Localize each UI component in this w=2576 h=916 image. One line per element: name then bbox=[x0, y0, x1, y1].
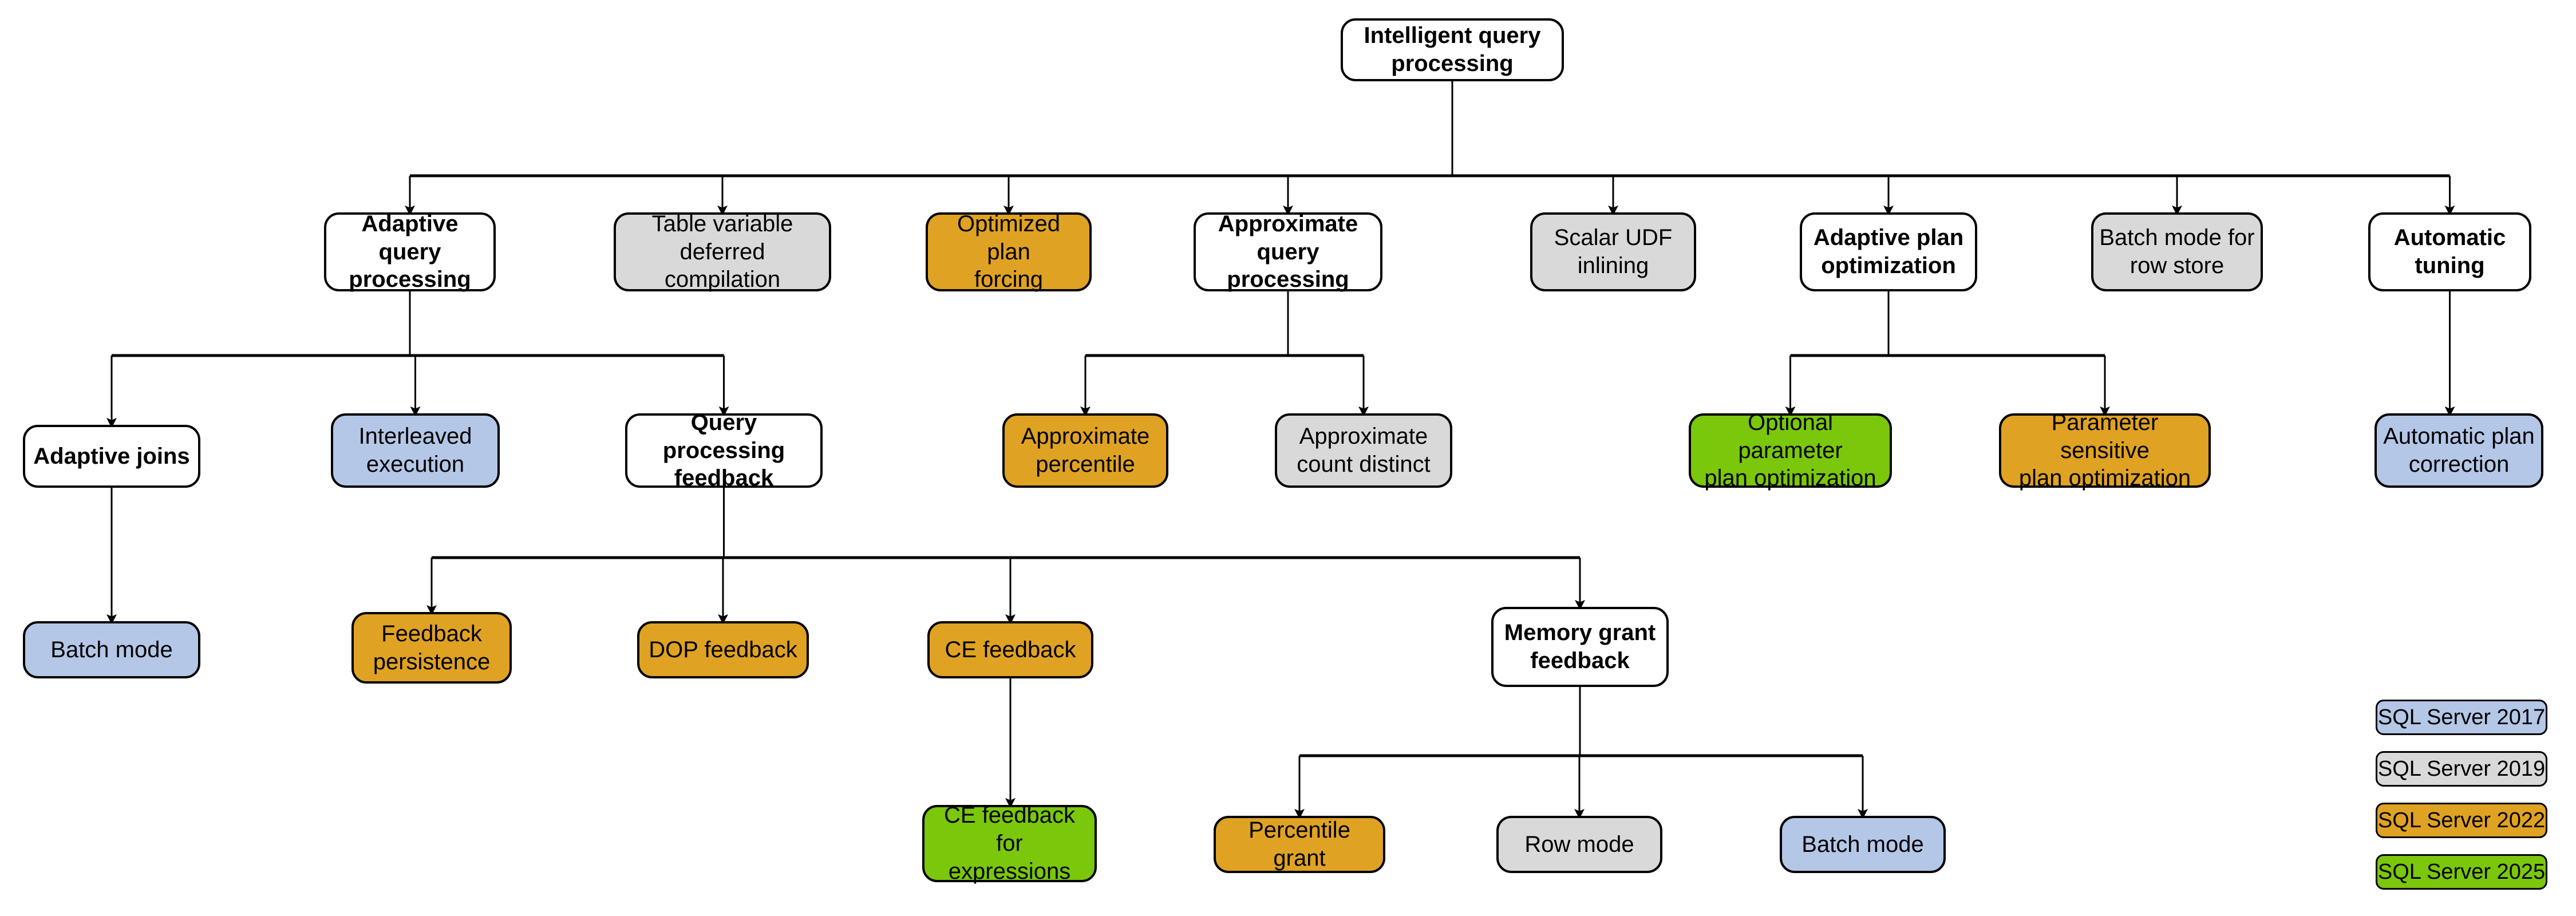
node-scalar-udf-inlining[interactable]: Scalar UDF inlining bbox=[1530, 212, 1696, 291]
node-interleaved-execution[interactable]: Interleaved execution bbox=[331, 413, 500, 488]
node-automatic-tuning[interactable]: Automatic tuning bbox=[2368, 212, 2531, 291]
node-ce-feedback-for-expressions[interactable]: CE feedback for expressions bbox=[922, 803, 1097, 884]
node-optimized-plan-forcing[interactable]: Optimized plan forcing bbox=[926, 211, 1092, 292]
node-adaptive-joins[interactable]: Adaptive joins bbox=[23, 425, 200, 488]
legend-item-sql-server-2019: SQL Server 2019 bbox=[2376, 751, 2547, 787]
node-batch-mode[interactable]: Batch mode bbox=[23, 621, 200, 678]
node-approximate-query-processing[interactable]: Approximate query processing bbox=[1194, 211, 1382, 292]
node-adaptive-query-processing[interactable]: Adaptive query processing bbox=[324, 211, 496, 292]
node-approximate-count-distinct[interactable]: Approximate count distinct bbox=[1275, 413, 1452, 488]
node-adaptive-plan-optimization[interactable]: Adaptive plan optimization bbox=[1800, 212, 1977, 291]
node-percentile-grant[interactable]: Percentile grant bbox=[1214, 816, 1385, 873]
node-feedback-persistence[interactable]: Feedback persistence bbox=[351, 612, 512, 684]
node-automatic-plan-correction[interactable]: Automatic plan correction bbox=[2374, 413, 2543, 488]
node-intelligent-query-processing[interactable]: Intelligent query processing bbox=[1341, 18, 1564, 81]
node-table-variable-deferred-compilation[interactable]: Table variable deferred compilation bbox=[614, 211, 831, 292]
node-optional-parameter-plan-optimization[interactable]: Optional parameter plan optimization bbox=[1689, 410, 1892, 491]
node-dop-feedback[interactable]: DOP feedback bbox=[637, 621, 809, 678]
node-batch-mode[interactable]: Batch mode bbox=[1780, 816, 1946, 873]
node-memory-grant-feedback[interactable]: Memory grant feedback bbox=[1491, 607, 1669, 687]
node-ce-feedback[interactable]: CE feedback bbox=[927, 621, 1093, 678]
legend-item-sql-server-2017: SQL Server 2017 bbox=[2376, 700, 2547, 735]
node-query-processing-feedback[interactable]: Query processing feedback bbox=[625, 410, 823, 491]
node-approximate-percentile[interactable]: Approximate percentile bbox=[1002, 413, 1168, 488]
node-batch-mode-for-row-store[interactable]: Batch mode for row store bbox=[2091, 212, 2263, 291]
legend-item-sql-server-2025: SQL Server 2025 bbox=[2376, 854, 2547, 890]
node-parameter-sensitive-plan-optimization[interactable]: Parameter sensitive plan optimization bbox=[1999, 410, 2211, 491]
node-row-mode[interactable]: Row mode bbox=[1496, 816, 1662, 873]
legend-item-sql-server-2022: SQL Server 2022 bbox=[2376, 803, 2547, 838]
